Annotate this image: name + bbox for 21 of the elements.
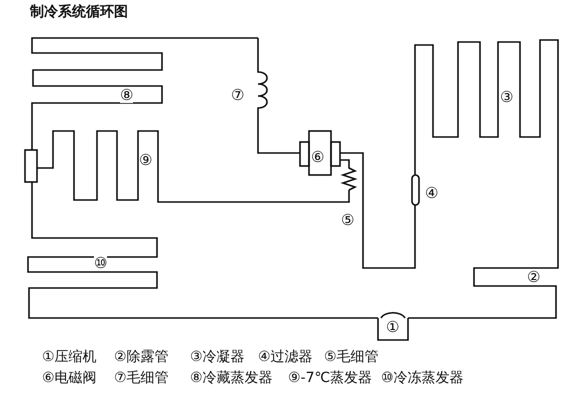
callout-number: ③	[500, 90, 514, 105]
callout-number: ⑧	[120, 88, 134, 103]
diagram-title: 制冷系统循环图	[30, 5, 128, 19]
legend-text: ①压缩机	[42, 350, 97, 364]
legend-text: ②除露管	[114, 350, 169, 364]
legend-text: ⑤毛细管	[324, 350, 379, 364]
callout-number: ⑤	[341, 213, 354, 228]
legend-text: ⑦毛细管	[114, 371, 169, 385]
callout-number: ②	[527, 270, 540, 285]
legend-text: ⑧冷藏蒸发器	[190, 371, 273, 385]
legend-text: ⑨-7℃蒸发器	[288, 371, 372, 385]
callout-number: ①	[386, 320, 400, 335]
legend-text: ⑥电磁阀	[42, 371, 97, 385]
callout-number: ⑦	[231, 88, 244, 103]
callout-number: ⑨	[139, 153, 152, 168]
legend-text: ④过滤器	[258, 350, 313, 364]
legend-text: ⑩冷冻蒸发器	[381, 371, 464, 385]
legend-text: ③冷凝器	[190, 350, 245, 364]
callout-number: ⑥	[311, 150, 324, 165]
callout-number: ④	[425, 186, 438, 201]
callout-number: ⑩	[94, 256, 108, 271]
